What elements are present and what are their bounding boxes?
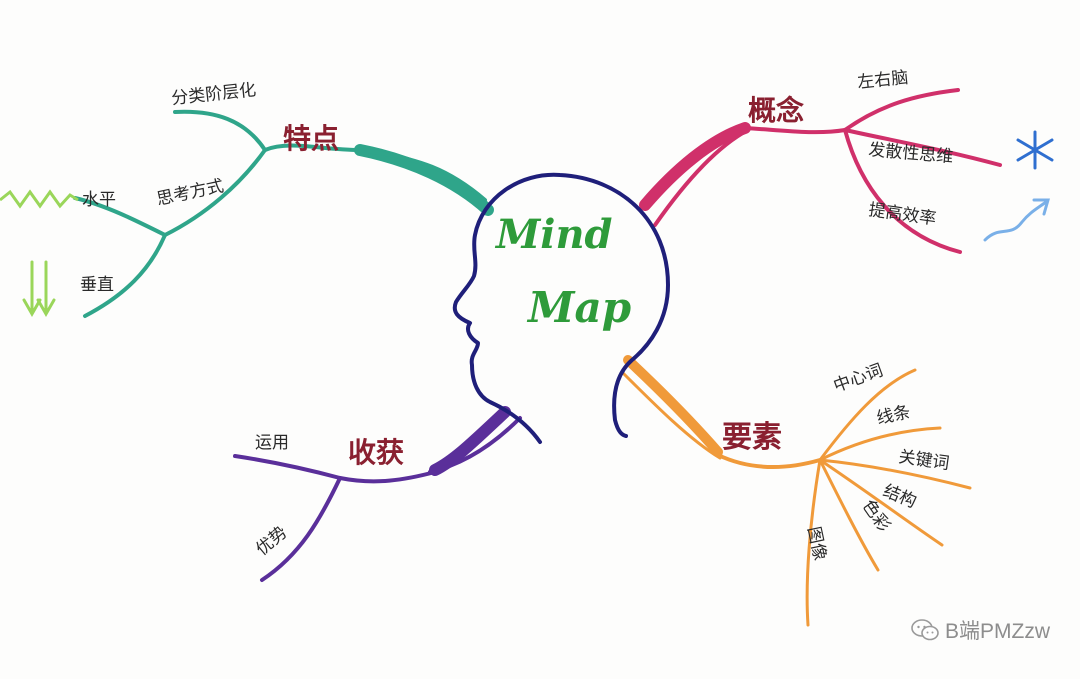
features-item-horizontal: 水平 bbox=[82, 190, 116, 210]
branch-elements bbox=[620, 355, 972, 627]
features-trunk-thin bbox=[358, 148, 487, 202]
concept-main-line bbox=[743, 126, 847, 135]
double-down-arrow-icon bbox=[22, 260, 56, 318]
concept-line-lr-brain bbox=[843, 88, 960, 132]
watermark: B端PMZzw bbox=[911, 615, 1050, 645]
elements-item-structure: 结构 bbox=[880, 481, 919, 512]
concept-item-divergent: 发散性思维 bbox=[868, 140, 954, 167]
features-line-top bbox=[173, 109, 267, 152]
elements-main-line bbox=[716, 453, 822, 469]
branch-label-harvest: 收获 bbox=[348, 436, 404, 469]
center-title-line1: Mind bbox=[494, 211, 613, 258]
concept-item-lr-brain: 左右脑 bbox=[856, 68, 909, 93]
branch-label-features: 特点 bbox=[283, 122, 339, 155]
zigzag-icon bbox=[0, 189, 79, 209]
features-item-hierarchy: 分类阶层化 bbox=[170, 80, 257, 109]
branch-label-elements: 要素 bbox=[722, 420, 782, 455]
watermark-text: B端PMZzw bbox=[945, 620, 1050, 643]
harvest-trunk-thin bbox=[428, 416, 522, 474]
features-line-thinking bbox=[73, 196, 167, 237]
branch-concept bbox=[639, 88, 1002, 254]
elements-trunk-thin bbox=[620, 370, 722, 460]
elements-item-keywords: 关键词 bbox=[897, 447, 950, 474]
branch-label-concept: 概念 bbox=[748, 94, 804, 127]
features-trunk bbox=[354, 144, 494, 216]
harvest-line-apply bbox=[233, 454, 342, 480]
features-line-vertical bbox=[83, 233, 167, 318]
concept-line-divergent bbox=[843, 128, 1002, 167]
harvest-item-apply: 运用 bbox=[255, 433, 289, 453]
concept-trunk-thin bbox=[653, 128, 750, 227]
head-outline bbox=[452, 172, 670, 444]
elements-item-center-word: 中心词 bbox=[831, 360, 886, 396]
asterisk-icon bbox=[1016, 130, 1054, 170]
features-main-line bbox=[263, 143, 362, 152]
harvest-trunk bbox=[429, 406, 511, 476]
concept-trunk bbox=[639, 122, 751, 211]
center-title-line2: Map bbox=[526, 283, 631, 332]
wechat-icon bbox=[911, 619, 939, 641]
features-item-vertical: 垂直 bbox=[80, 275, 114, 295]
concept-line-efficiency bbox=[843, 128, 962, 254]
elements-line-image bbox=[805, 458, 822, 627]
elements-line-lines bbox=[818, 426, 942, 462]
rising-arrow-icon bbox=[983, 198, 1050, 242]
harvest-main-line bbox=[338, 470, 437, 484]
elements-line-center-word bbox=[818, 368, 917, 462]
harvest-item-advantage: 优势 bbox=[252, 523, 291, 560]
elements-item-lines: 线条 bbox=[875, 402, 912, 429]
harvest-line-advantage bbox=[260, 476, 342, 582]
elements-trunk bbox=[623, 355, 723, 457]
elements-line-keywords bbox=[818, 458, 972, 490]
features-line-down bbox=[163, 148, 267, 237]
elements-line-color bbox=[818, 458, 880, 572]
branch-harvest bbox=[233, 406, 522, 582]
elements-line-structure bbox=[818, 458, 944, 547]
branch-features bbox=[73, 109, 494, 318]
